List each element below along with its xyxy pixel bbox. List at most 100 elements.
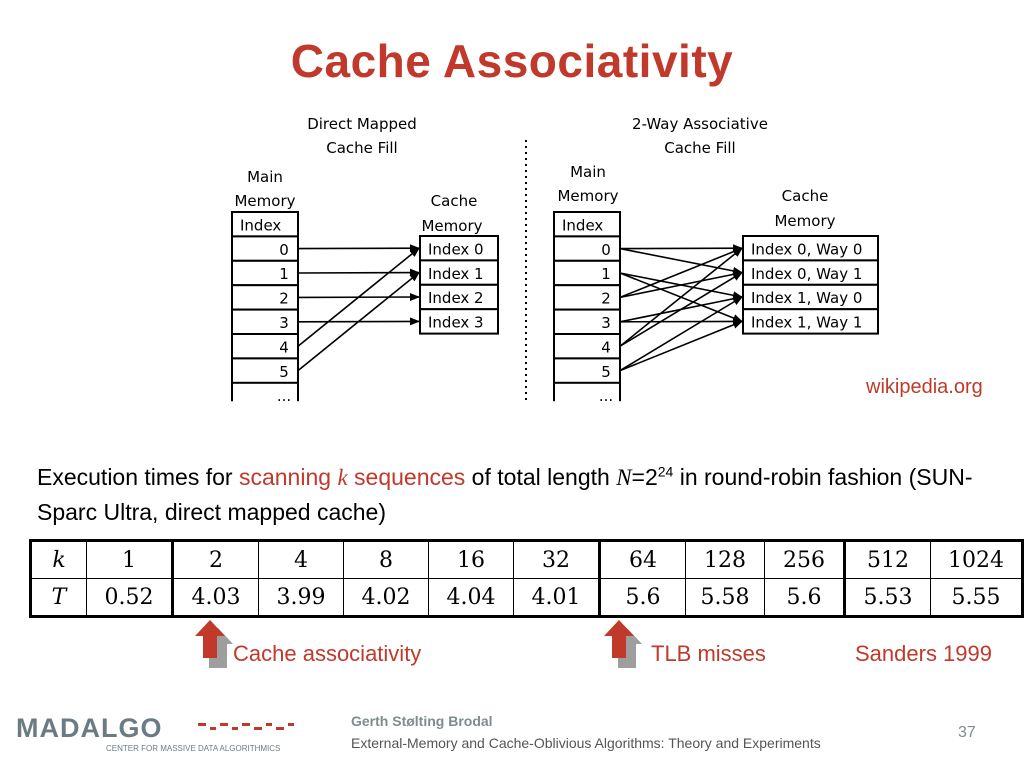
left-cache-label-1: Cache [431, 192, 478, 210]
citation: Sanders 1999 [855, 641, 992, 666]
left-main-cell: ... [277, 387, 291, 405]
right-main-cell: 0 [601, 241, 611, 259]
note-cache-associativity: Cache associativity [233, 641, 422, 666]
source-credit: wikipedia.org [866, 376, 983, 398]
mapping-arrow [619, 271, 743, 347]
right-main-cell: Index [562, 216, 603, 234]
table-cell: 3.99 [258, 578, 344, 617]
table-cell: 5.58 [685, 578, 765, 617]
right-main-cell: 5 [601, 363, 611, 381]
left-cache-label-2: Memory [421, 217, 482, 235]
right-main-row [553, 284, 621, 311]
left-heading-1: Direct Mapped [307, 115, 417, 133]
left-main-row [231, 211, 299, 238]
left-cache-cell: Index 0 [428, 240, 484, 258]
left-cache-cell: Index 2 [428, 289, 484, 307]
right-cache-row [742, 308, 879, 335]
left-main-label-2: Memory [234, 192, 295, 210]
para-k-var: k [337, 465, 348, 490]
footer-author: Gerth Stølting Brodal [351, 713, 493, 729]
left-main-cell: 4 [279, 338, 289, 356]
para-highlight-2: sequences [347, 464, 466, 490]
table-cell: 2 [171, 540, 259, 579]
left-main-cell: 2 [279, 290, 289, 308]
mapping-arrow [297, 271, 420, 372]
cache-fill-diagram: Direct Mapped Cache Fill Main Memory Cac… [231, 115, 879, 405]
right-cache-label-1: Cache [782, 187, 829, 205]
mapping-arrow [619, 296, 743, 372]
left-main-cell: Index [240, 216, 281, 234]
left-cache-row [419, 283, 499, 311]
left-main-memory-table: Index012345... [231, 211, 299, 405]
logo-dashes-icon [198, 723, 294, 730]
table-cell: 5.6 [598, 578, 686, 617]
left-main-label-1: Main [247, 168, 283, 186]
table-cell: 64 [598, 540, 686, 579]
left-cache-memory-table: Index 0 Index 1 Index 2 Index 3 [419, 235, 499, 335]
mapping-arrow [619, 270, 743, 299]
up-arrow-icon [195, 620, 233, 668]
right-main-cell: 4 [601, 338, 611, 356]
logo-subtitle: CENTER FOR MASSIVE DATA ALGORITHMICS [106, 744, 280, 753]
table-cell: 32 [513, 540, 600, 579]
table-cell: 4.04 [428, 578, 514, 617]
table-cell: 128 [685, 540, 765, 579]
table-cell: 4.02 [343, 578, 429, 617]
right-cache-cell: Index 1, Way 1 [751, 314, 862, 332]
para-highlight: scanning k sequences [239, 464, 465, 490]
right-heading-1: 2-Way Associative [632, 115, 768, 133]
madalgo-logo: MADALGO CENTER FOR MASSIVE DATA ALGORITH… [16, 713, 294, 753]
left-main-row [231, 259, 299, 287]
right-heading-2: Cache Fill [664, 139, 735, 157]
mapping-arrow [619, 320, 743, 372]
para-text-2: of total length [465, 464, 617, 490]
left-cache-row [419, 308, 499, 335]
note-tlb-misses: TLB misses [651, 641, 766, 666]
table-cell: 4 [258, 540, 344, 579]
table-cell: 16 [428, 540, 514, 579]
right-main-row [553, 357, 621, 384]
table-cell: 512 [843, 540, 931, 579]
para-exponent: 24 [657, 463, 674, 480]
left-heading-2: Cache Fill [326, 139, 397, 157]
mapping-arrow [297, 247, 420, 347]
footer-course: External-Memory and Cache-Oblivious Algo… [351, 735, 821, 751]
left-cache-row [419, 259, 499, 286]
left-main-cell: 1 [279, 265, 289, 283]
para-text-1: Execution times for [37, 464, 239, 490]
mapping-arrow [619, 247, 743, 299]
left-cache-cell: Index 1 [428, 265, 484, 283]
para-highlight-1: scanning [238, 464, 338, 490]
left-cache-cell: Index 3 [428, 314, 484, 332]
right-main-cell: 3 [601, 314, 611, 332]
left-main-cell: 3 [279, 314, 289, 332]
slide-title: Cache Associativity [290, 35, 734, 87]
right-main-label-1: Main [570, 163, 606, 181]
left-main-row [231, 235, 299, 262]
table-cell: 5.53 [843, 578, 931, 617]
up-arrow-icon [604, 620, 642, 668]
left-mapping-arrows [297, 244, 420, 372]
right-cache-cell: Index 1, Way 0 [751, 289, 862, 307]
description-paragraph: Execution times for scanning k sequences… [37, 460, 997, 529]
right-cache-cell: Index 0, Way 1 [751, 265, 862, 283]
right-main-label-2: Memory [557, 187, 618, 205]
para-text-3: in round-robin fashion (SUN-Sparc Ultra,… [37, 464, 973, 525]
table-cell: 256 [764, 540, 845, 579]
table-row-label: k [30, 540, 87, 579]
right-main-row [553, 308, 621, 336]
left-main-cell: 0 [279, 241, 289, 259]
mapping-arrow [619, 247, 743, 275]
right-main-cell: 1 [601, 265, 611, 283]
table-row-label: T [30, 578, 87, 617]
page-number: 37 [958, 724, 976, 741]
table-cell: 4.01 [513, 578, 600, 617]
right-mapping-arrows [619, 244, 743, 372]
para-n-var: N [616, 465, 632, 490]
table-cell: 4.03 [171, 578, 259, 617]
right-main-memory-table: Index012345... [553, 211, 621, 405]
